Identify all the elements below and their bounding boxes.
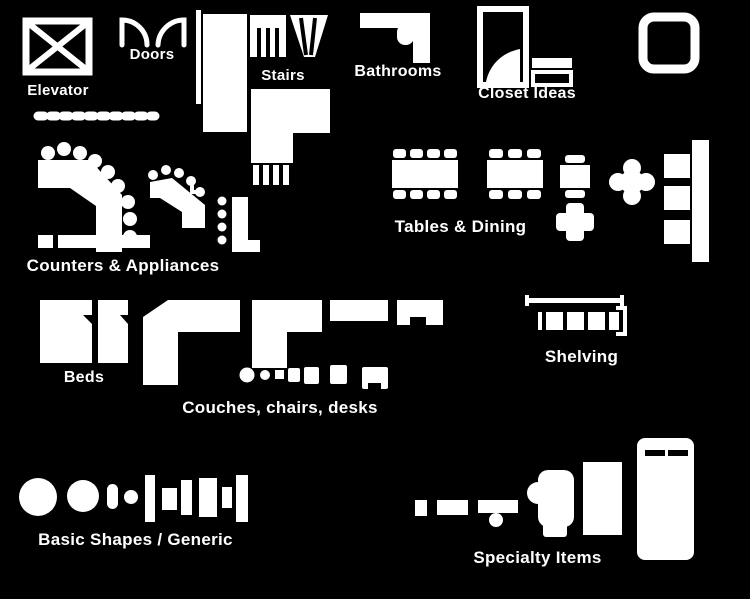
double-bed-icon[interactable] <box>40 300 92 363</box>
curved-bar-counter-large-icon[interactable] <box>38 142 137 252</box>
couches-label: Couches, chairs, desks <box>182 398 378 417</box>
doors-group <box>119 17 187 48</box>
beds-label: Beds <box>63 369 105 386</box>
counters-group <box>38 142 261 253</box>
stairs-label: Stairs <box>261 67 305 84</box>
table-6-chairs-icon[interactable] <box>487 149 543 199</box>
table-8-chairs-icon[interactable] <box>392 149 458 199</box>
rectangle-icon[interactable] <box>437 500 468 515</box>
counter-segment-small-icon[interactable] <box>38 235 53 248</box>
door-swing-left-icon[interactable] <box>119 17 150 48</box>
circle-small-icon[interactable] <box>124 490 138 504</box>
round-table-4-chairs-icon[interactable] <box>609 159 655 205</box>
corner-counter-with-sink-icon[interactable] <box>360 13 430 63</box>
closets-group <box>477 6 573 88</box>
counters-label: Counters & Appliances <box>26 256 220 275</box>
bathrooms-label: Bathrooms <box>354 63 442 80</box>
table-2-chairs-icon[interactable] <box>560 155 590 198</box>
wall-segment-icon[interactable] <box>196 10 201 104</box>
side-table-icon[interactable] <box>275 370 284 379</box>
circle-large-icon[interactable] <box>19 478 57 516</box>
rounded-square-icon[interactable] <box>638 12 700 74</box>
small-square-icon[interactable] <box>415 500 427 516</box>
sofa-icon[interactable] <box>330 300 388 321</box>
thin-shelf-icon[interactable] <box>525 295 624 306</box>
curved-bar-counter-small-icon[interactable] <box>148 165 205 228</box>
basic-label: Basic Shapes / Generic <box>38 530 233 549</box>
pill-icon[interactable] <box>107 484 118 509</box>
l-shaped-stair-icon[interactable] <box>251 89 330 185</box>
ottoman-round-large-icon[interactable] <box>239 367 255 383</box>
loveseat-icon[interactable] <box>397 300 443 326</box>
doors-label: Doors <box>129 46 175 63</box>
shelf-unit-icon[interactable] <box>531 58 573 87</box>
counter-segment-long-icon[interactable] <box>58 235 150 248</box>
misc-group <box>638 12 700 74</box>
closets-label: Closet Ideas <box>478 85 576 102</box>
sectional-chaise-icon[interactable] <box>143 300 240 385</box>
sink-with-drain-icon[interactable] <box>478 500 518 527</box>
straight-stair-run-icon[interactable] <box>203 14 247 132</box>
shelving-label: Shelving <box>544 347 619 366</box>
l-counter-with-stools-icon[interactable] <box>217 196 261 253</box>
specialty-group <box>415 438 694 560</box>
segmented-shelf-icon[interactable] <box>538 306 627 336</box>
tables-group <box>392 140 709 262</box>
square-table-4-chairs-icon[interactable] <box>556 203 594 241</box>
circle-medium-icon[interactable] <box>67 480 99 512</box>
chair-small-icon[interactable] <box>288 368 300 382</box>
bar-icons[interactable] <box>145 475 248 522</box>
stair-treads-icon[interactable] <box>250 15 286 57</box>
chair-medium-icon[interactable] <box>304 367 319 384</box>
elevator-label: Elevator <box>27 82 89 99</box>
winder-stair-icon[interactable] <box>290 15 328 57</box>
door-swing-right-icon[interactable] <box>155 17 187 48</box>
booth-seating-icon[interactable] <box>664 140 709 262</box>
sectional-l-icon[interactable] <box>252 300 322 368</box>
beds-group <box>40 300 128 363</box>
basic-group <box>19 475 248 522</box>
armchair-icon[interactable] <box>527 470 574 537</box>
elevator-car-icon[interactable] <box>22 17 93 76</box>
panel-icon[interactable] <box>583 462 622 535</box>
chair-large-icon[interactable] <box>330 365 347 384</box>
couches-group <box>143 300 443 389</box>
specialty-label: Specialty Items <box>473 548 602 567</box>
closet-with-door-swing-icon[interactable] <box>477 6 529 88</box>
shelving-group <box>525 295 627 336</box>
desk-chair-icon[interactable] <box>362 367 388 389</box>
single-bed-icon[interactable] <box>98 300 128 363</box>
elevator-group <box>22 17 160 121</box>
bathrooms-group <box>360 13 430 63</box>
tables-label: Tables & Dining <box>394 217 527 236</box>
ottoman-round-small-icon[interactable] <box>260 370 270 380</box>
refrigerator-icon[interactable] <box>637 438 694 560</box>
